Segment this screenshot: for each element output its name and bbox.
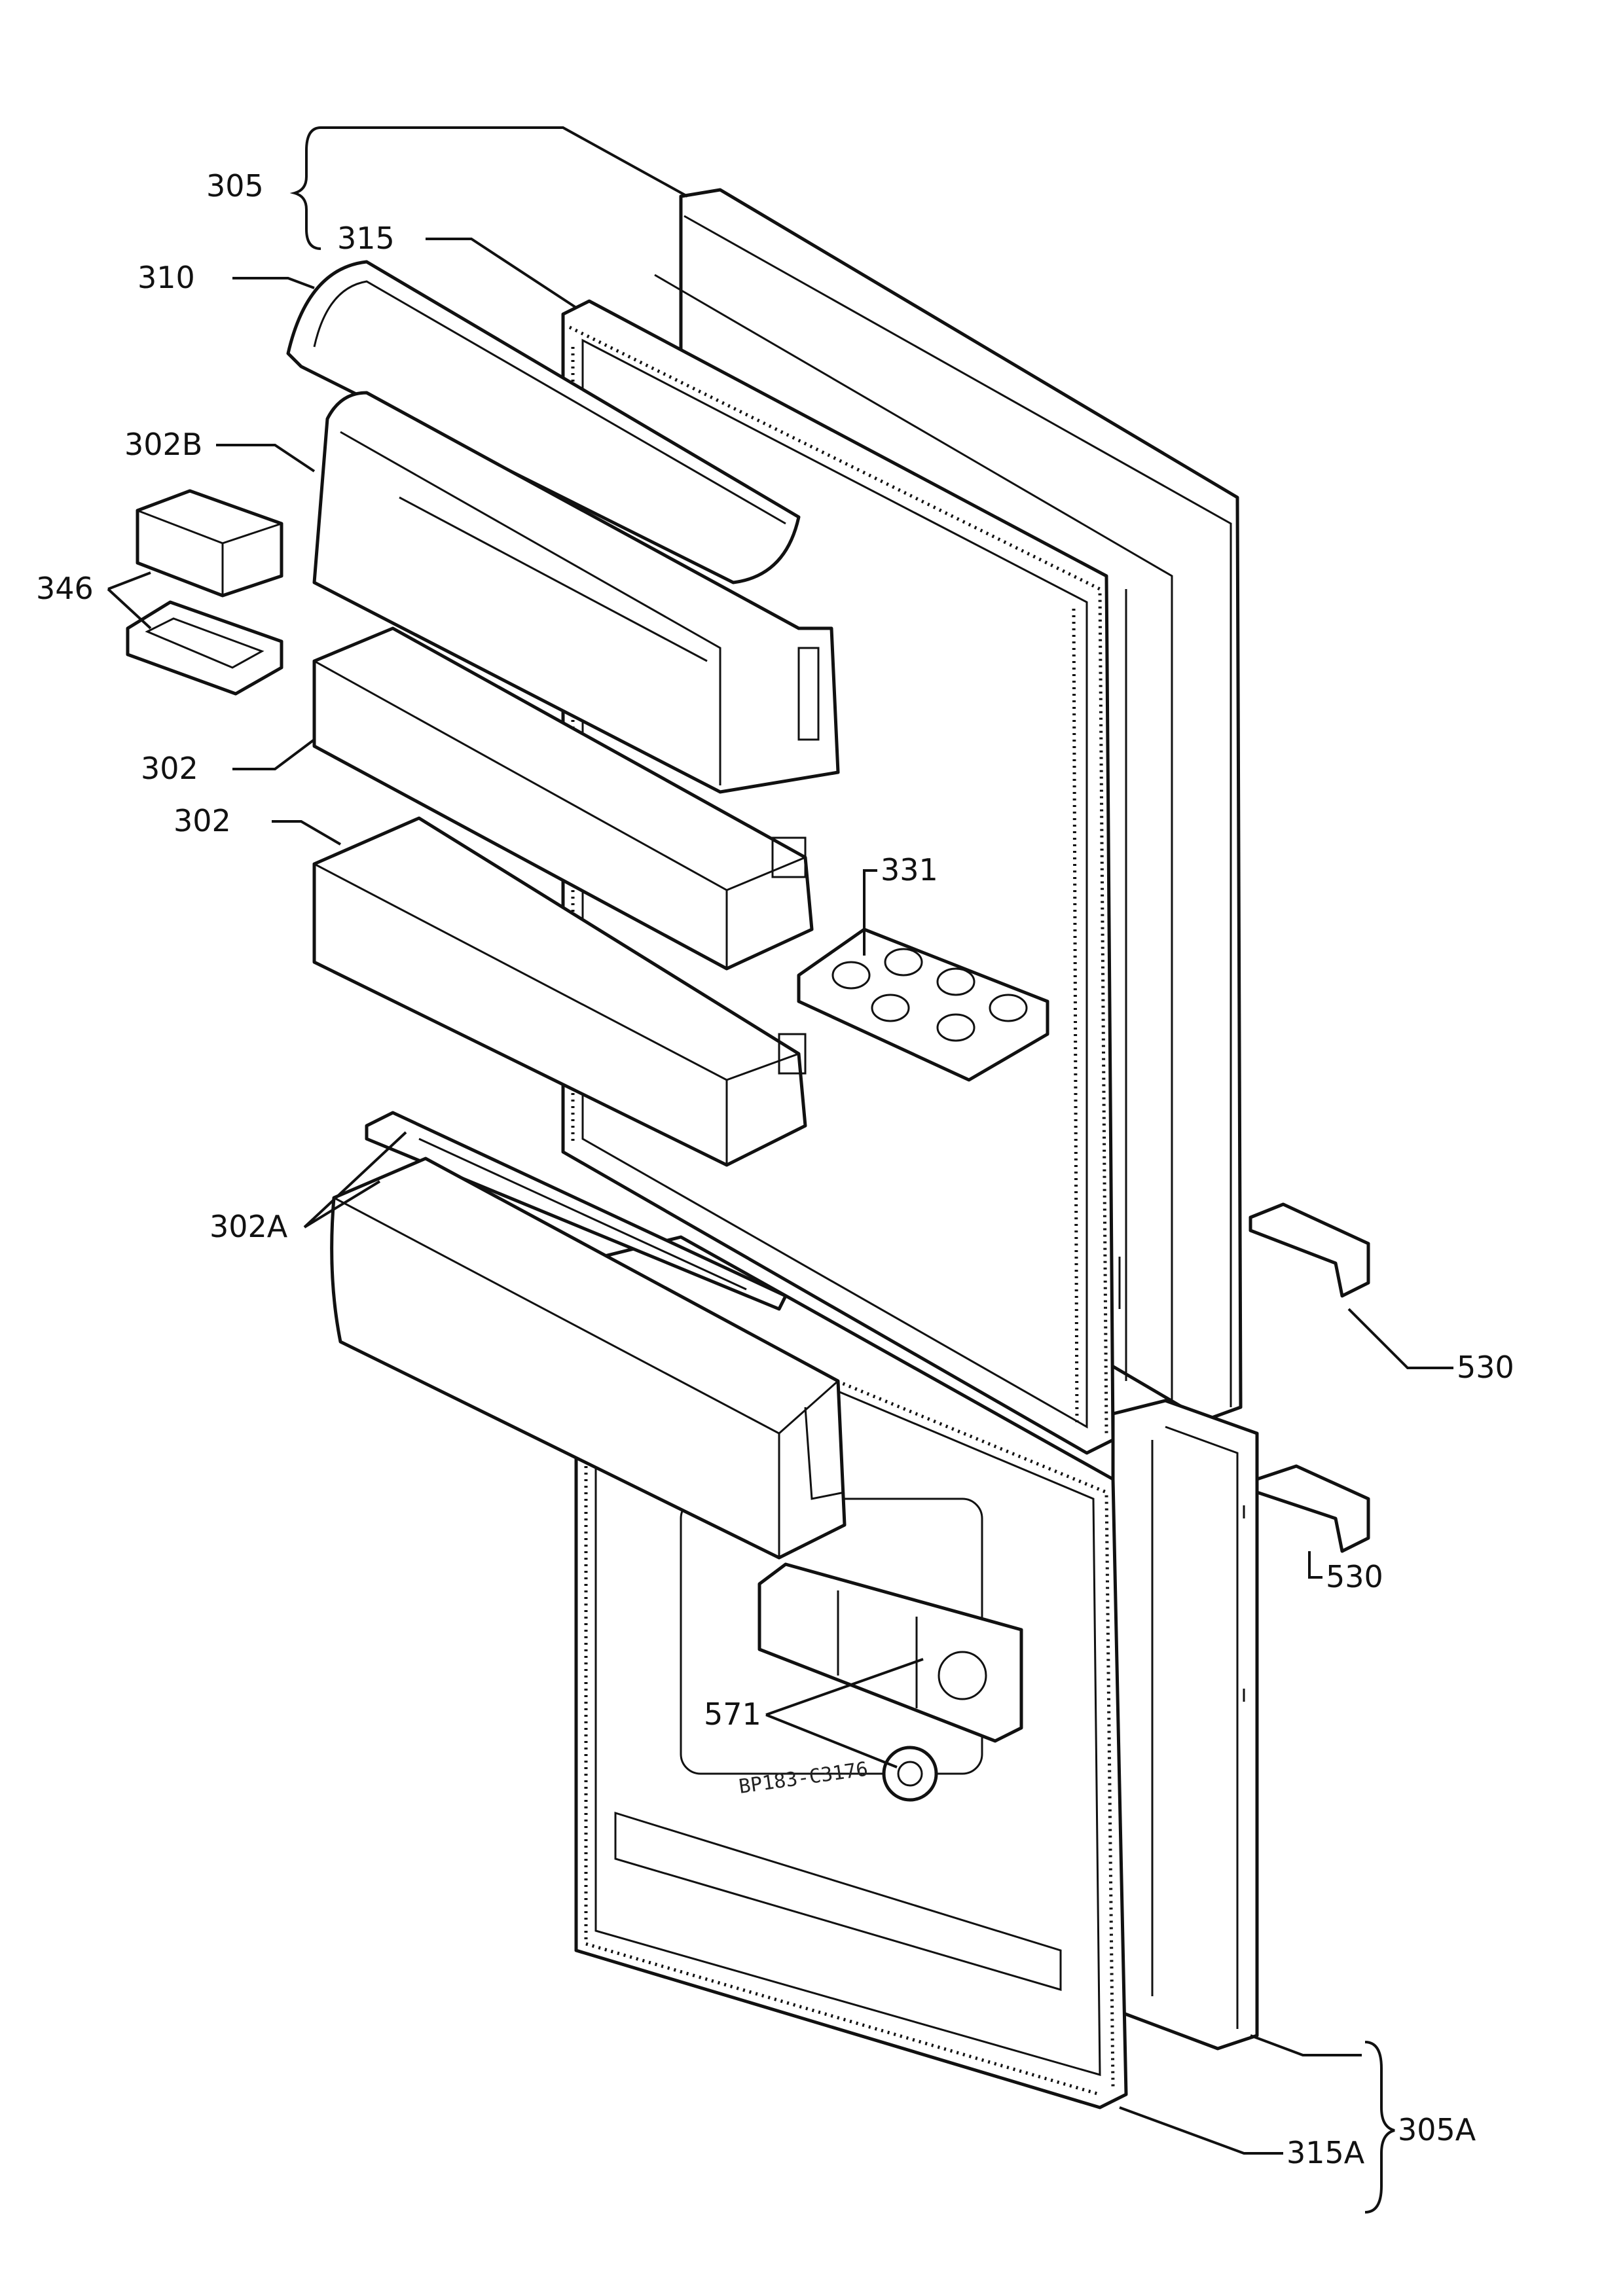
label-346: 346 [36,571,94,606]
label-302-lower: 302 [173,803,231,838]
label-331: 331 [881,852,938,888]
butter-box-lid [126,600,283,696]
label-302b: 302B [124,427,202,462]
label-530-upper: 530 [1457,1350,1514,1385]
butter-box [136,489,283,598]
thermostat-knob [882,1746,938,1802]
label-530-lower: 530 [1326,1559,1383,1594]
label-571: 571 [704,1696,761,1732]
bottle-retainer-bar [365,1111,788,1311]
dairy-compartment [312,391,840,794]
label-310: 310 [137,260,195,295]
label-305a: 305A [1398,2112,1476,2147]
bottle-shelf [330,1157,847,1560]
label-302a: 302A [210,1209,288,1244]
dairy-cover [286,260,801,584]
hinge-upper [1249,1202,1370,1298]
control-panel [757,1562,1023,1743]
label-305: 305 [206,168,264,204]
door-shelf-upper [312,626,814,971]
label-315a: 315A [1286,2135,1365,2170]
lower-door-panel [1111,1399,1259,2051]
hinge-lower [1255,1464,1370,1553]
label-302-upper: 302 [141,751,198,786]
leader-lines [107,126,1453,2214]
label-315: 315 [337,221,395,256]
door-shelf-lower [312,816,807,1167]
